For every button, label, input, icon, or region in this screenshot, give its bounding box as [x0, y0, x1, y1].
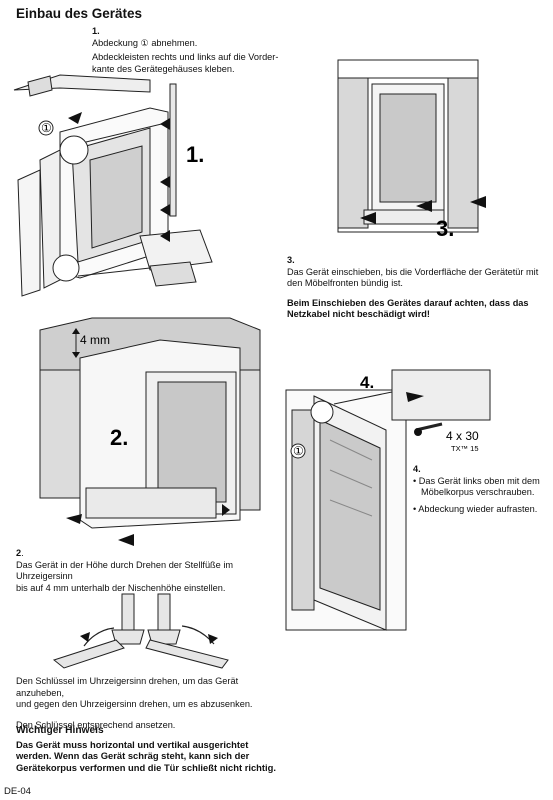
step4-bullet1-a: • Das Gerät links oben mit dem: [413, 475, 540, 486]
important-note: Wichtiger Hinweis Das Gerät muss horizon…: [16, 725, 288, 773]
step1-text: 1. Abdeckung ① abnehmen. Abdeckleisten r…: [92, 26, 278, 75]
step2-gap-label: 4 mm: [80, 333, 110, 347]
step2-line1: Das Gerät in der Höhe durch Drehen der S…: [16, 559, 234, 582]
step4-callout: ①: [293, 444, 304, 458]
important-note-line3: Gerätekorpus verformen und die Tür schli…: [16, 761, 276, 773]
step2-line2: bis auf 4 mm unterhalb der Nischenhöhe e…: [16, 582, 226, 593]
step3-text: 3. Das Gerät einschieben, bis die Vorder…: [287, 255, 542, 321]
step1-line2: Abdeckleisten rechts und links auf die V…: [92, 52, 279, 62]
step3-figure-label: 3.: [436, 216, 454, 241]
step3-line1: Das Gerät einschieben, bis die Vorderflä…: [287, 266, 539, 277]
step3-warning-line1: Beim Einschieben des Gerätes darauf acht…: [287, 297, 529, 308]
step4-bullet2: • Abdeckung wieder aufrasten.: [413, 503, 538, 514]
step2-figure-label: 2.: [110, 425, 128, 450]
step2-number-dot: .: [21, 548, 24, 558]
important-note-line1: Das Gerät muss horizontal und vertikal a…: [16, 739, 249, 750]
step3-number: 3.: [287, 255, 295, 265]
step1-number: 1.: [92, 26, 100, 36]
key-text-line3: Den Schlüssel entsprechend ansetzen.: [16, 719, 176, 730]
step1-figure-label: 1.: [186, 142, 204, 167]
step3-line2: den Möbelfronten bündig ist.: [287, 278, 403, 288]
important-note-line2: werden. Wenn das Gerät schräg steht, kan…: [16, 750, 250, 762]
step2-text: 2. Das Gerät in der Höhe durch Drehen de…: [16, 548, 286, 594]
step1-callout: ①: [41, 121, 52, 135]
step3-warning-line2: Netzkabel nicht beschädigt wird!: [287, 309, 430, 319]
step1-line1: Abdeckung ① abnehmen.: [92, 37, 198, 48]
page-title: Einbau des Gerätes: [16, 6, 143, 21]
key-text: Den Schlüssel im Uhrzeigersinn drehen, u…: [16, 676, 286, 731]
key-text-line2: und gegen den Uhrzeigersinn drehen, um e…: [16, 699, 253, 709]
screw-count: 4 x 30: [446, 429, 479, 443]
page-number: DE-04: [4, 786, 31, 797]
screw-type: TX™ 15: [451, 444, 479, 453]
step4-text: 4. • Das Gerät links oben mit dem Möbelk…: [413, 464, 545, 515]
step4-bullet1-b: Möbelkorpus verschrauben.: [421, 487, 535, 497]
step2-number: 2: [16, 548, 22, 558]
step4-number: 4.: [413, 464, 421, 474]
step4-figure-label: 4.: [360, 373, 374, 392]
key-text-line1: Den Schlüssel im Uhrzeigersinn drehen, u…: [16, 676, 239, 698]
step1-line3: kante des Gerätegehäuses kleben.: [92, 63, 235, 74]
important-note-title: Wichtiger Hinweis: [16, 725, 104, 736]
